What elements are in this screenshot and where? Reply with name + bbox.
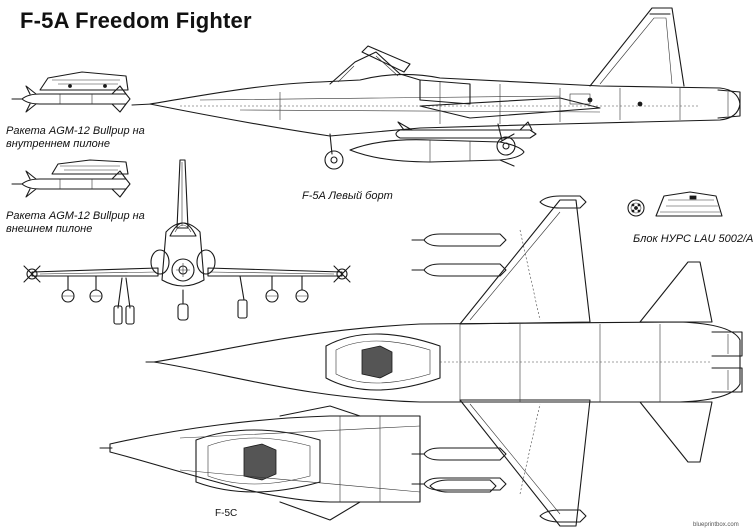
side-view-caption: F-5A Левый борт — [302, 190, 393, 202]
f5c-partial-view — [99, 405, 497, 521]
front-view-aircraft — [23, 159, 351, 325]
side-view-aircraft — [131, 7, 741, 170]
outer-pylon-caption-line2: внешнем пилоне — [6, 223, 93, 235]
rocket-pod-caption: Блок НУРС LAU 5002/A — [633, 233, 753, 245]
bullpup-missile-outer-pylon — [11, 159, 131, 198]
rocket-pod-lau-5002 — [627, 191, 723, 217]
outer-pylon-caption-line1: Ракета AGM-12 Bullpup на — [6, 210, 145, 222]
drawing-title: F-5A Freedom Fighter — [20, 8, 252, 33]
inner-pylon-caption-line1: Ракета AGM-12 Bullpup на — [6, 125, 145, 137]
bullpup-missile-inner-pylon — [11, 71, 131, 113]
inner-pylon-caption-line2: внутреннем пилоне — [6, 138, 110, 150]
f5c-caption: F-5C — [215, 508, 238, 519]
credit-text: blueprintbox.com — [693, 522, 739, 528]
top-view-aircraft — [145, 195, 743, 527]
